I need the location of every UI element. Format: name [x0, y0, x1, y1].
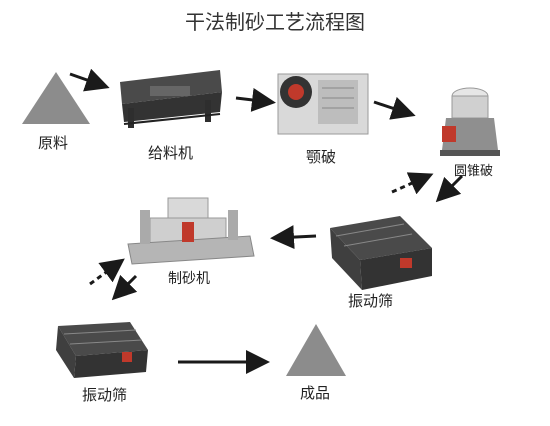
label-finished-product: 成品	[300, 384, 331, 402]
jaw-crusher-icon	[277, 73, 369, 135]
vibrating-screen-2-icon	[56, 322, 148, 378]
arrow-screen1-to-sandmaker	[270, 225, 317, 250]
label-feeder: 给料机	[148, 144, 194, 162]
arrow-jaw-to-cone	[373, 96, 416, 120]
finished-product-pile-icon	[286, 324, 346, 376]
sand-making-machine-icon	[127, 197, 255, 265]
arrow-feeder-to-jaw	[235, 87, 276, 112]
vibrating-screen-1-icon	[330, 216, 432, 290]
label-vibrating-screen-2: 振动筛	[82, 386, 128, 404]
arrow-sandmaker-to-screen2	[111, 274, 138, 301]
raw-material-pile-icon	[22, 72, 90, 124]
label-jaw-crusher: 颚破	[306, 148, 337, 166]
arrow-return-screen1-to-cone	[391, 172, 434, 195]
label-vibrating-screen-1: 振动筛	[348, 292, 394, 310]
diagram-title: 干法制砂工艺流程图	[185, 10, 365, 34]
arrow-cone-to-screen1	[435, 174, 464, 203]
arrow-raw-to-feeder	[69, 68, 110, 92]
arrow-return-screen2-to-sandmaker	[89, 258, 125, 286]
feeder-machine-icon	[120, 70, 222, 128]
label-cone-crusher: 圆锥破	[454, 164, 494, 179]
label-raw-material: 原料	[38, 134, 69, 152]
cone-crusher-icon	[440, 87, 500, 156]
label-sand-making-machine: 制砂机	[168, 271, 210, 287]
